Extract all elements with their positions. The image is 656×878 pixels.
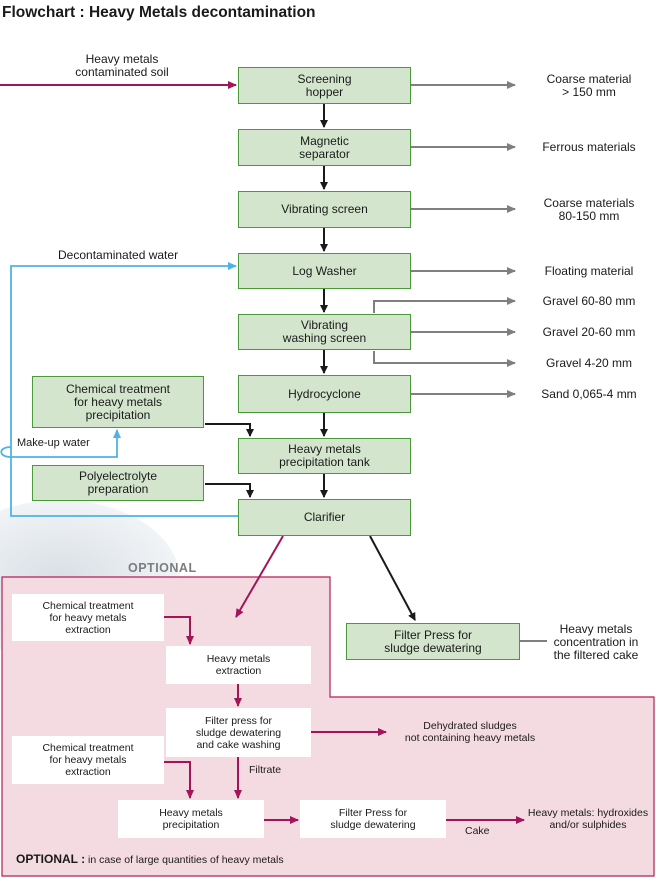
decontaminated-water-label: Decontaminated water xyxy=(58,248,179,262)
water-lines xyxy=(0,262,238,517)
output-gravel-60-80: Gravel 60-80 mm xyxy=(542,294,636,308)
output-ferrous: Ferrous materials xyxy=(542,140,636,154)
heavy-metals-precipitation-box: Heavy metals precipitation xyxy=(118,800,264,838)
clarifier-box: Clarifier xyxy=(238,499,411,536)
footnote-text: in case of large quantities of heavy met… xyxy=(85,854,284,866)
output-coarse-material: Coarse material > 150 mm xyxy=(546,72,632,99)
output-gravel-4-20: Gravel 4-20 mm xyxy=(545,356,633,370)
chemical-extraction-box-1: Chemical treatment for heavy metals extr… xyxy=(12,594,164,641)
main-flow-arrows xyxy=(205,104,416,621)
output-gravel-20-60: Gravel 20-60 mm xyxy=(542,325,636,339)
page-title: Flowchart : Heavy Metals decontamination xyxy=(2,4,316,21)
precipitation-tank-box: Heavy metals precipitation tank xyxy=(238,438,411,474)
hydroxides-label: Heavy metals: hydroxides and/or sulphide… xyxy=(527,807,649,831)
optional-arrows xyxy=(164,535,525,824)
optional-heading: OPTIONAL xyxy=(128,561,197,575)
polyelectrolyte-box: Polyelectrolyte preparation xyxy=(32,465,204,501)
output-floating: Floating material xyxy=(544,264,634,278)
chemical-extraction-box-2: Chemical treatment for heavy metals extr… xyxy=(12,736,164,784)
log-washer-box: Log Washer xyxy=(238,253,411,289)
optional-footnote: OPTIONAL : in case of large quantities o… xyxy=(16,852,284,866)
dehydrated-sludges-label: Dehydrated sludges not containing heavy … xyxy=(404,720,536,744)
vibrating-screen-box: Vibrating screen xyxy=(238,191,411,228)
output-coarse-materials-80-150: Coarse materials 80-150 mm xyxy=(543,196,635,223)
filter-press-main-box: Filter Press for sludge dewatering xyxy=(346,623,520,660)
heavy-metals-extraction-box: Heavy metals extraction xyxy=(166,646,311,684)
cake-label: Cake xyxy=(465,825,490,837)
vibrating-washing-screen-box: Vibrating washing screen xyxy=(238,314,411,350)
filtrate-label: Filtrate xyxy=(249,764,282,776)
chemical-treatment-precipitation-box: Chemical treatment for heavy metals prec… xyxy=(32,376,204,428)
filter-press-washing-box: Filter press for sludge dewatering and c… xyxy=(166,708,311,757)
magnetic-separator-box: Magnetic separator xyxy=(238,129,411,166)
input-label: Heavy metals contaminated soil xyxy=(75,52,169,79)
hydrocyclone-box: Hydrocyclone xyxy=(238,375,411,413)
filter-press-optional-box: Filter Press for sludge dewatering xyxy=(300,800,446,838)
screening-hopper-box: Screening hopper xyxy=(238,67,411,104)
make-up-water-label: Make-up water xyxy=(17,437,90,449)
output-sand: Sand 0,065-4 mm xyxy=(541,387,637,401)
output-concentration-cake: Heavy metals concentration in the filter… xyxy=(553,622,639,662)
footnote-bold: OPTIONAL : xyxy=(16,852,86,866)
output-arrows xyxy=(373,81,547,642)
